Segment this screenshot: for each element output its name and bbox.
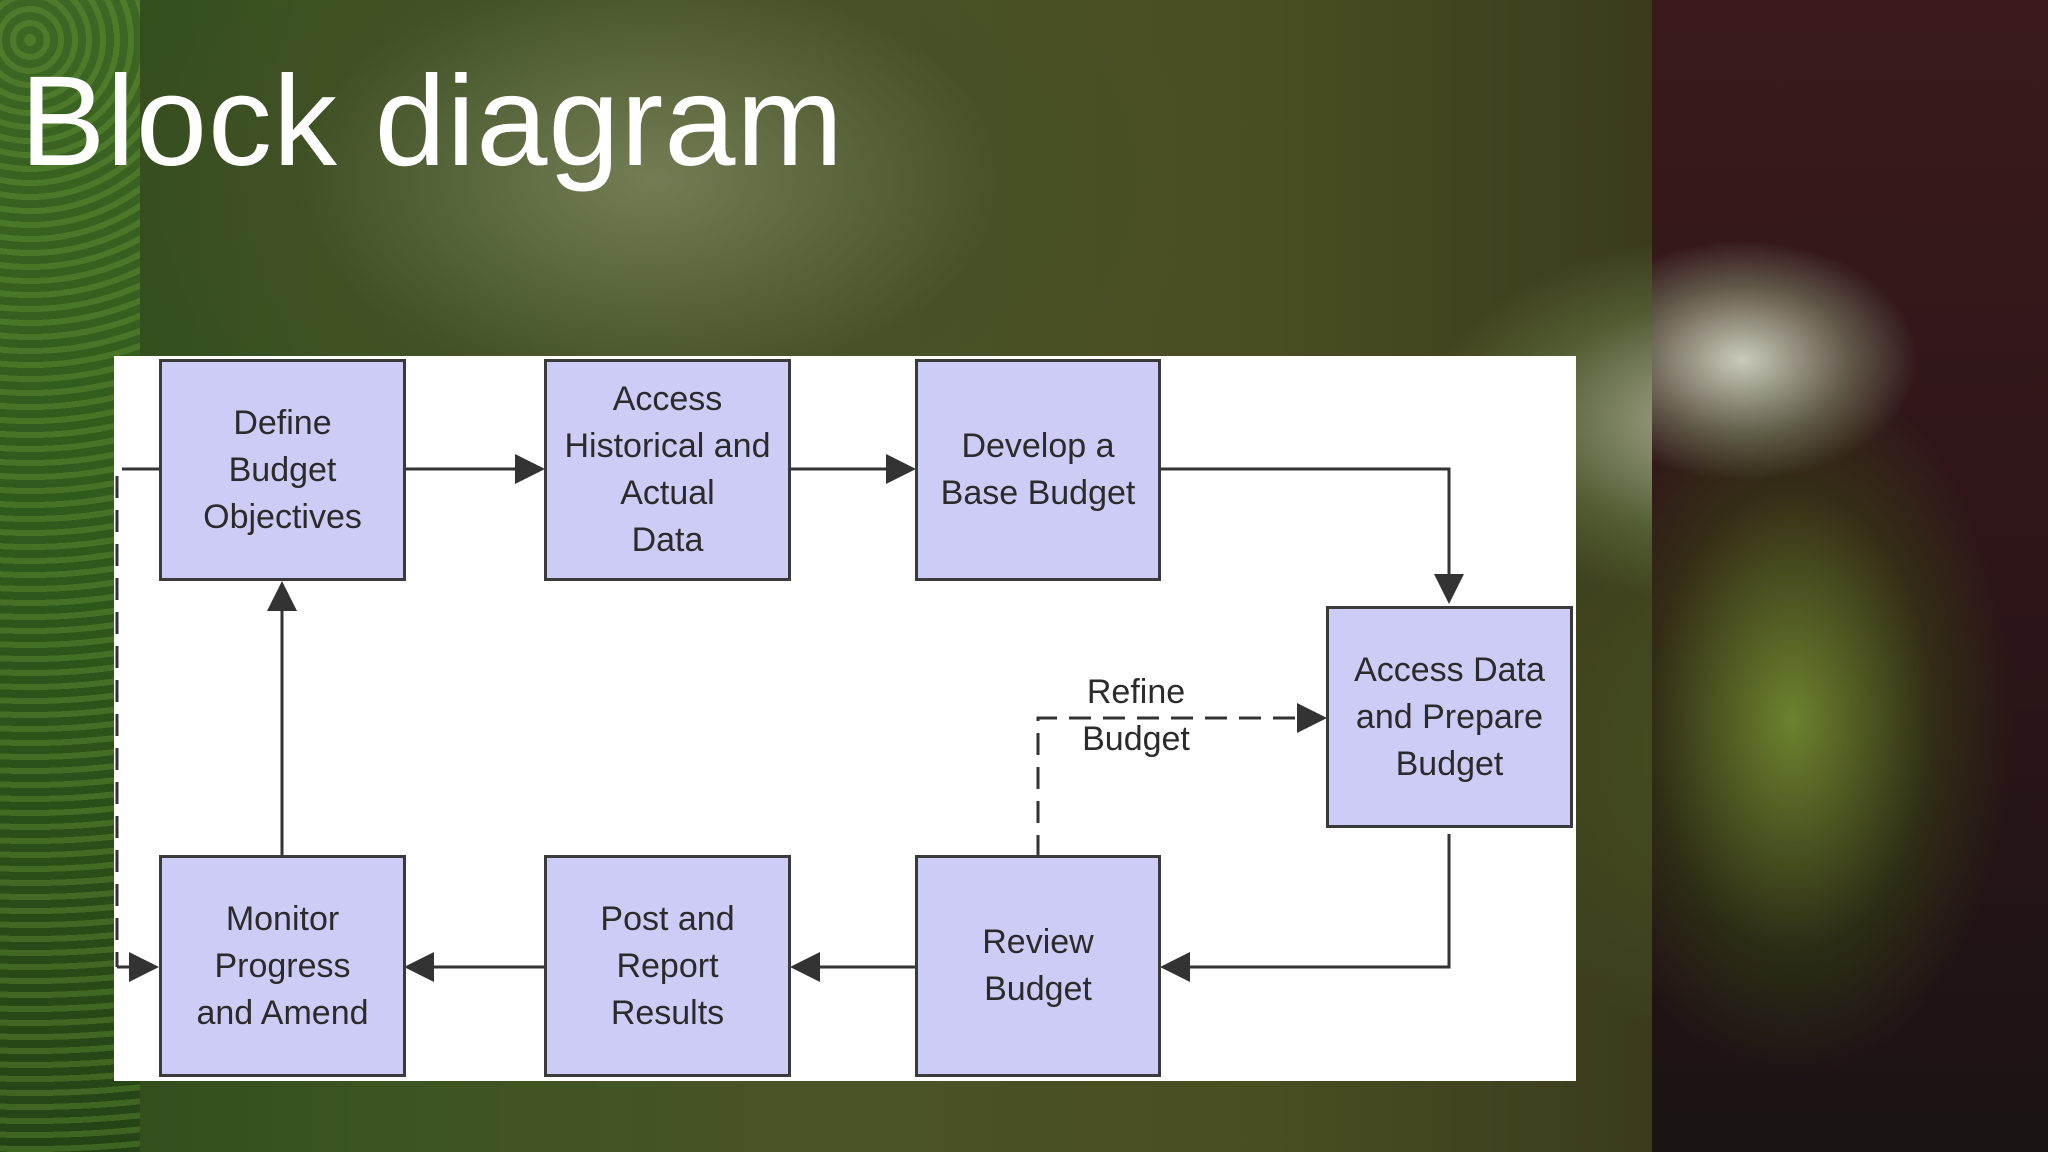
block-label: Access Data and Prepare Budget bbox=[1354, 650, 1545, 783]
connector-develop-to-access-data bbox=[1159, 467, 1464, 604]
block-develop-a-base-budget: Develop a Base Budget bbox=[915, 359, 1161, 581]
block-diagram: Define Budget Objectives Access Historic… bbox=[114, 356, 1576, 1081]
connector-refine-budget-dashed bbox=[1036, 703, 1327, 857]
block-label: Develop a Base Budget bbox=[940, 427, 1136, 512]
block-label: Monitor Progress and Amend bbox=[196, 899, 369, 1032]
diagram-connectors bbox=[115, 454, 1464, 982]
block-label: Define Budget Objectives bbox=[203, 403, 362, 536]
block-define-budget-objectives: Define Budget Objectives bbox=[159, 359, 406, 581]
block-review-budget: Review Budget bbox=[915, 855, 1161, 1077]
edge-label-refine-budget: Refine Budget bbox=[1082, 673, 1190, 758]
block-access-data-and-prepare-budget: Access Data and Prepare Budget bbox=[1326, 606, 1573, 828]
connector-access-data-to-review bbox=[1160, 834, 1451, 982]
block-access-historical-and-actual-data: Access Historical and Actual Data bbox=[544, 359, 791, 581]
block-label: Access Historical and Actual Data bbox=[564, 380, 771, 559]
block-label: Post and Report Results bbox=[600, 899, 735, 1032]
block-monitor-progress-and-amend: Monitor Progress and Amend bbox=[159, 855, 406, 1077]
background-photo-panel bbox=[1652, 0, 2048, 1152]
block-post-and-report-results: Post and Report Results bbox=[544, 855, 791, 1077]
block-label: Review Budget bbox=[982, 923, 1094, 1008]
slide-title: Block diagram bbox=[20, 50, 844, 193]
